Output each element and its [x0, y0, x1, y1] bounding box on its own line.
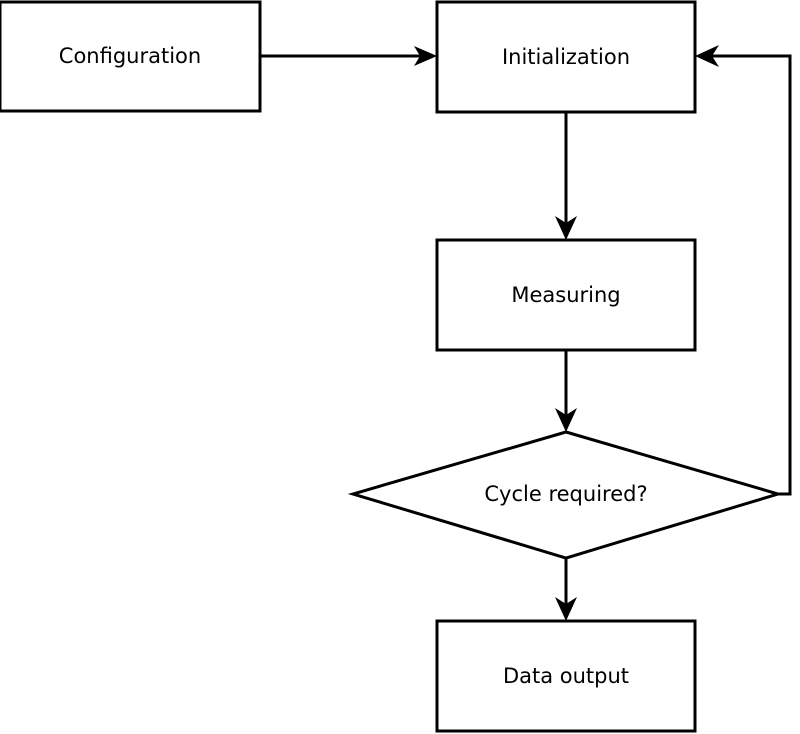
node-configuration[interactable]: Configuration: [0, 0, 262, 113]
initialization-label: Initialization: [502, 45, 630, 69]
arrow-head-down-into-data-output: [555, 597, 577, 621]
arrow-head-right-into-initialization: [414, 46, 437, 66]
arrow-head-left-into-initialization: [695, 45, 719, 67]
node-initialization[interactable]: Initialization: [435, 0, 697, 114]
initialization-box[interactable]: [435, 0, 697, 114]
measuring-box[interactable]: [435, 238, 697, 352]
cycle-required-label: Cycle required?: [484, 482, 647, 506]
edge-cycle-required-to-data-output: [555, 558, 577, 621]
edge-initialization-to-measuring: [555, 112, 577, 240]
data-output-label: Data output: [503, 664, 629, 688]
edge-line-feedback-loop: [706, 54, 792, 496]
cycle-required-diamond[interactable]: [347, 430, 784, 560]
edge-configuration-to-initialization: [260, 46, 437, 66]
configuration-box[interactable]: [0, 0, 262, 113]
arrow-head-down-into-measuring: [555, 216, 577, 240]
arrow-head-down-into-cycle-required: [555, 408, 577, 432]
edge-measuring-to-cycle-required: [555, 350, 577, 432]
edge-cycle-required-to-initialization-feedback: [695, 45, 792, 496]
node-data-output[interactable]: Data output: [435, 619, 697, 733]
configuration-label: Configuration: [59, 44, 201, 68]
node-cycle-required[interactable]: Cycle required?: [347, 430, 784, 560]
node-measuring[interactable]: Measuring: [435, 238, 697, 352]
measuring-label: Measuring: [511, 283, 620, 307]
data-output-box[interactable]: [435, 619, 697, 733]
